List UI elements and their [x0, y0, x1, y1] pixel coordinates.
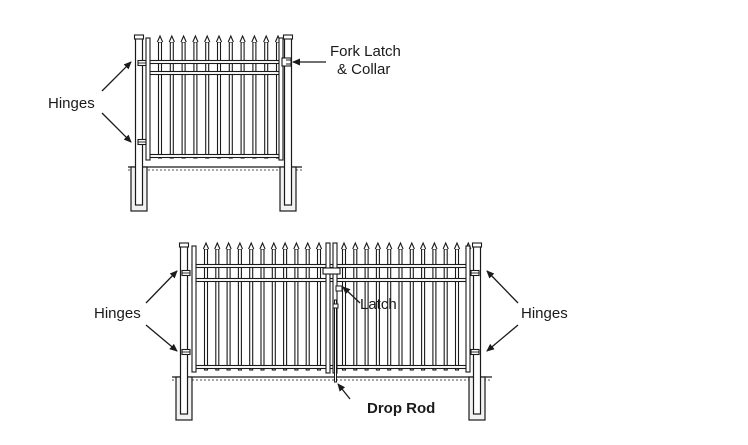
double-gate-hinges-right — [470, 269, 480, 356]
rail — [146, 59, 283, 65]
picket — [193, 41, 198, 159]
picket-spear-tip — [442, 241, 449, 250]
post-cap — [471, 242, 483, 248]
picket — [157, 41, 163, 159]
picket-spear-tip — [453, 241, 461, 250]
gate-stile-left — [191, 245, 197, 373]
single-gate-right-post — [282, 34, 294, 206]
single-gate-rails — [145, 37, 284, 161]
arrow-latch — [342, 286, 361, 304]
double-gate-hinges-right-label: Hinges — [521, 305, 568, 322]
fork-latch-collar — [281, 57, 292, 67]
picket-spear-tip — [304, 241, 311, 250]
picket — [228, 41, 233, 159]
arrow-hinges-single-bottom — [101, 112, 132, 143]
rail — [146, 153, 283, 159]
gate-stile-left — [145, 37, 151, 161]
picket-spear-tip — [239, 34, 246, 43]
double-gate-rails — [191, 245, 471, 373]
fork-latch-label: Fork Latch — [330, 43, 401, 60]
picket-spear-tip — [204, 34, 211, 43]
post-cap — [282, 34, 294, 40]
picket-spear-tip — [192, 34, 199, 43]
double-gate-pickets — [202, 241, 472, 371]
picket-spear-tip — [236, 241, 244, 250]
picket — [181, 41, 186, 159]
double-gate-hinges-left-label: Hinges — [94, 305, 141, 322]
arrow-hinges-right-top — [486, 270, 519, 304]
picket-spear-tip — [180, 34, 187, 43]
picket-spear-tip — [281, 241, 289, 250]
post-cap — [133, 34, 145, 40]
arrow-hinges-single-top — [101, 61, 132, 92]
picket-spear-tip — [431, 241, 438, 250]
picket-spear-tip — [386, 241, 393, 250]
gate-stile-right — [465, 245, 471, 373]
single-gate-ground — [128, 166, 302, 171]
single-gate-hinge-bottom — [137, 138, 147, 146]
drop-rod-guide — [332, 303, 339, 309]
double-gate-hinges-left — [181, 269, 191, 356]
double-gate-right-post — [471, 242, 483, 415]
latch-keeper — [335, 285, 343, 292]
single-gate-left-post — [133, 34, 145, 206]
callout-arrows — [101, 58, 519, 400]
picket — [216, 41, 222, 159]
single-gate-hinges-label: Hinges — [48, 95, 95, 112]
picket-spear-tip — [419, 241, 427, 250]
picket-spear-tip — [215, 34, 223, 43]
picket-spear-tip — [225, 241, 232, 250]
picket-spear-tip — [227, 34, 234, 43]
arrow-hinges-left-top — [145, 270, 178, 304]
drop-rod-shaft — [334, 299, 337, 383]
fork-latch-collar-label: & Collar — [337, 61, 391, 78]
double-gate-ground — [172, 376, 492, 381]
picket-spear-tip — [315, 241, 323, 250]
picket-spear-tip — [202, 241, 210, 250]
picket-spear-tip — [168, 34, 175, 43]
picket-spear-tip — [270, 241, 277, 250]
drop-rod-label: Drop Rod — [367, 400, 436, 417]
single-gate — [128, 34, 302, 212]
gate-stile-right — [278, 37, 284, 161]
double-gate-latch-label: Latch — [360, 296, 397, 313]
picket-spear-tip — [259, 241, 266, 250]
picket — [240, 41, 245, 159]
picket-spear-tip — [374, 241, 382, 250]
picket-spear-tip — [397, 241, 404, 250]
arrow-hinges-right-bottom — [486, 324, 519, 352]
arrow-hinges-left-bottom — [145, 324, 178, 352]
picket-spear-tip — [293, 241, 300, 250]
picket-spear-tip — [156, 34, 164, 43]
fork-latch-tines — [286, 59, 292, 65]
single-gate-hinge-top — [137, 59, 147, 67]
center-stile-left — [325, 242, 331, 374]
picket — [252, 41, 257, 159]
picket-spear-tip — [352, 241, 359, 250]
picket-spear-tip — [340, 241, 348, 250]
picket — [169, 41, 174, 159]
picket-spear-tip — [251, 34, 258, 43]
picket-spear-tip — [363, 241, 370, 250]
double-gate-left-post — [178, 242, 190, 415]
double-gate-latch — [322, 267, 343, 292]
arrow-drop-rod — [337, 383, 351, 400]
picket — [264, 41, 269, 159]
single-gate-pickets — [156, 34, 282, 159]
picket-spear-tip — [263, 34, 270, 43]
picket-spear-tip — [214, 241, 221, 250]
picket — [205, 41, 210, 159]
picket-spear-tip — [248, 241, 255, 250]
double-gate — [172, 241, 492, 421]
fork-latch-body — [281, 57, 292, 67]
rail — [146, 70, 283, 76]
latch-plate — [322, 267, 341, 275]
drop-rod — [332, 299, 339, 383]
post-cap — [178, 242, 190, 248]
picket-spear-tip — [408, 241, 415, 250]
